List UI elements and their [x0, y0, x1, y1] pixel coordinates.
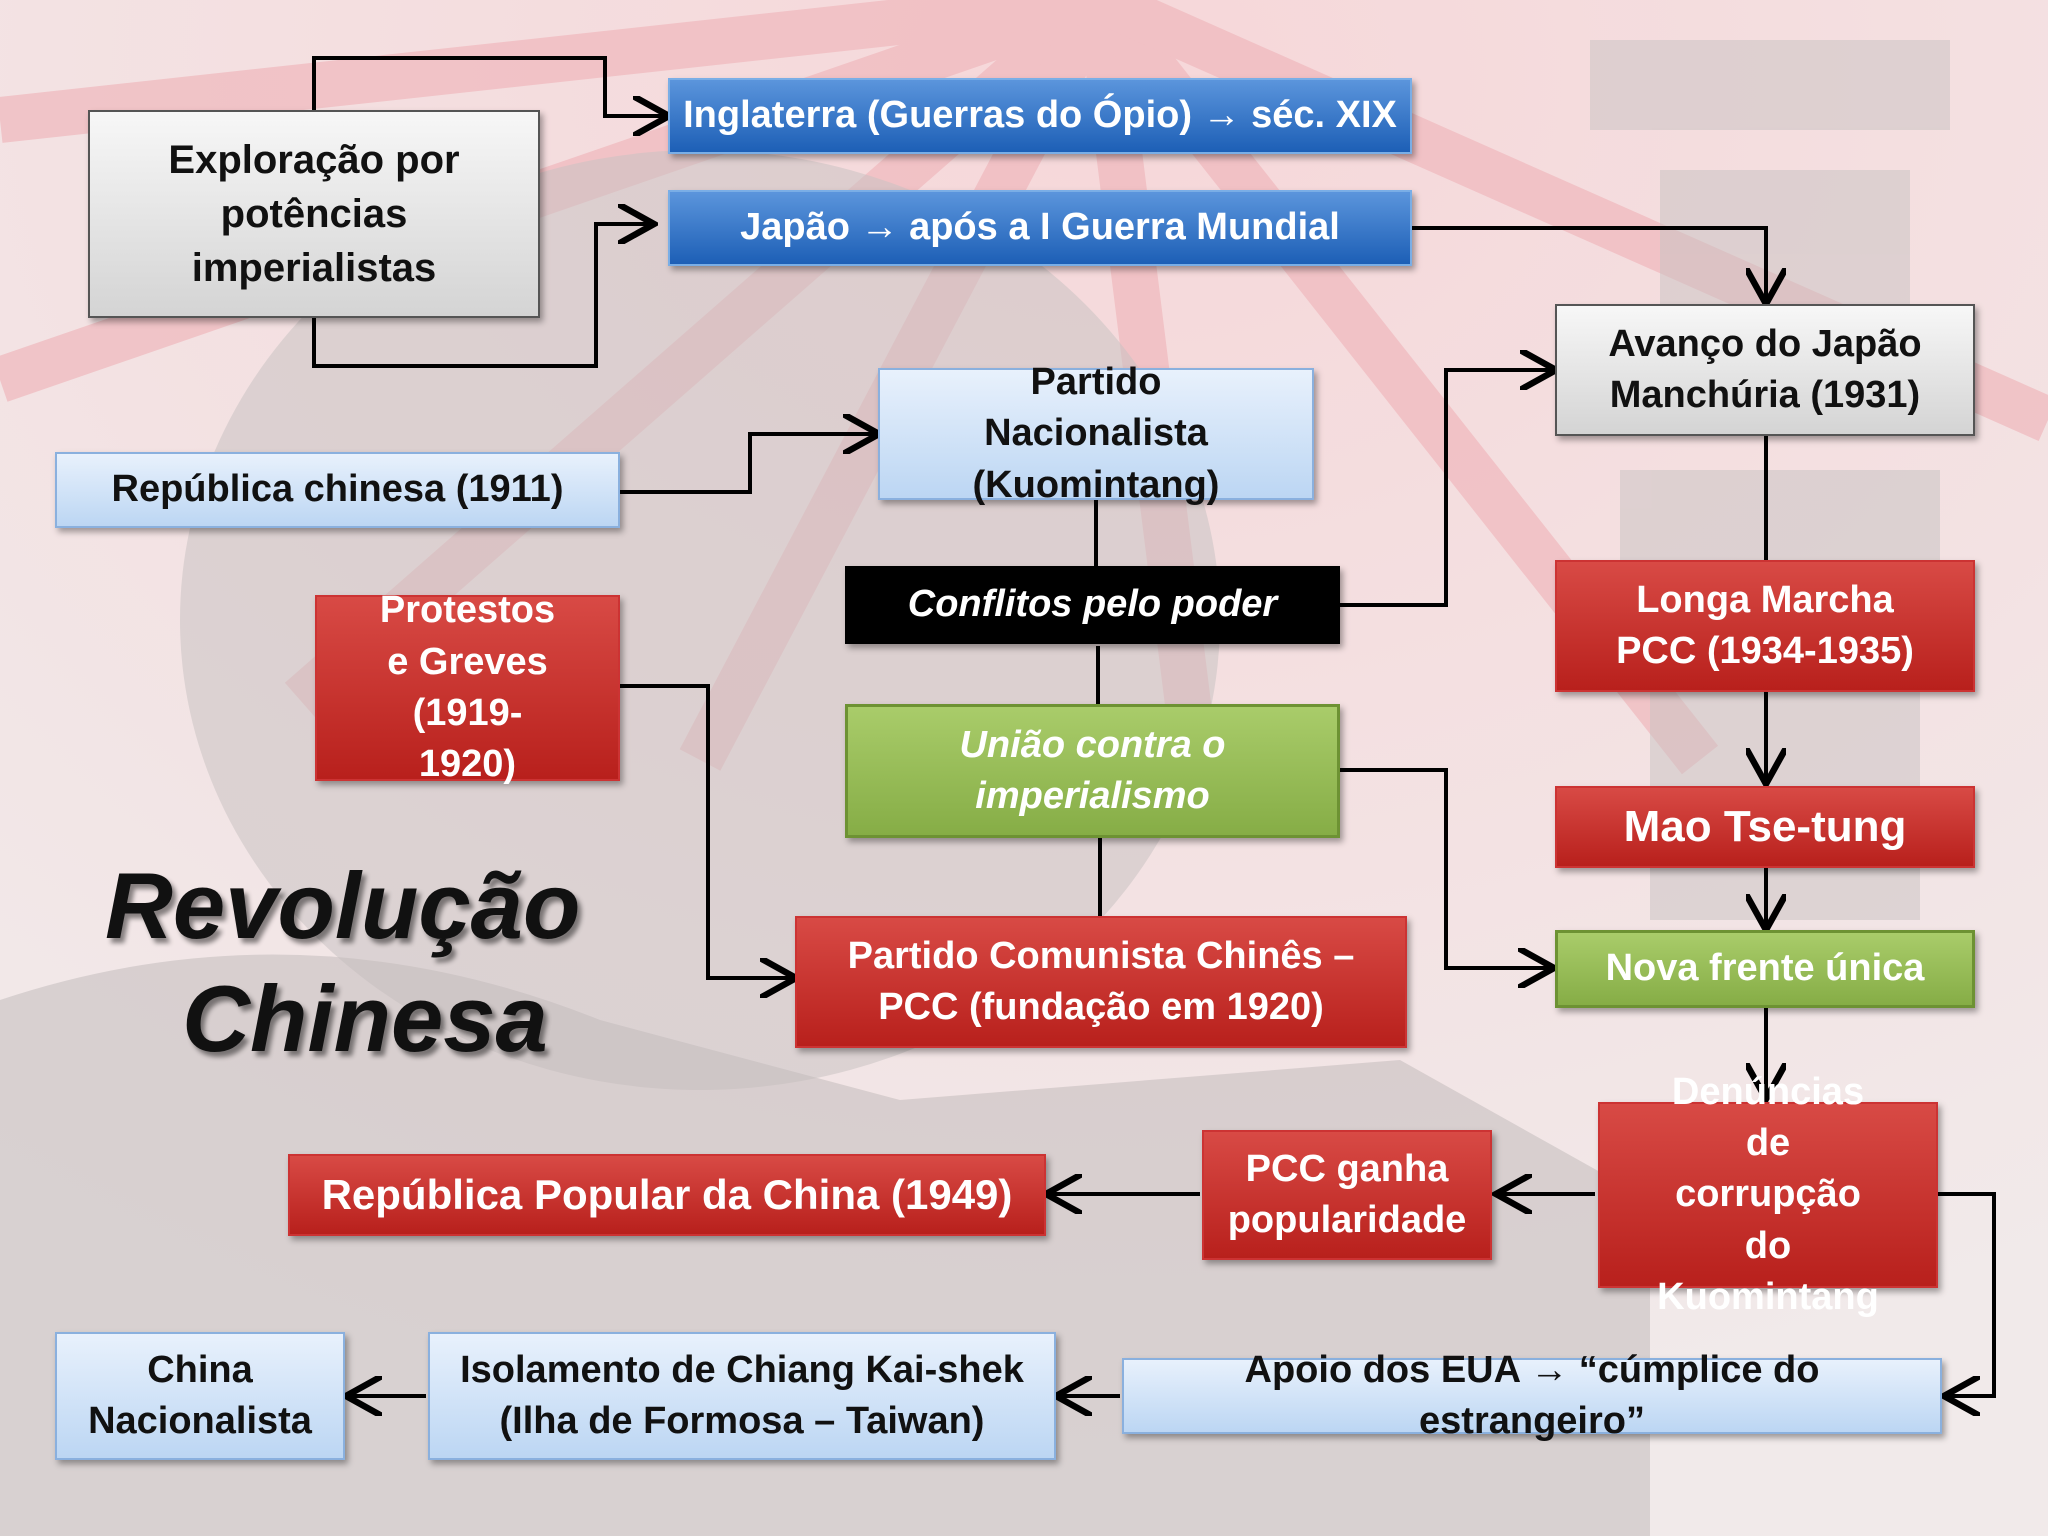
- diagram-title: Revolução Chinesa: [105, 850, 565, 1076]
- arrow-protestos-pcc: [620, 686, 792, 978]
- arrow-denuncias-apoio: [1938, 1194, 1994, 1396]
- node-conflitos: Conflitos pelo poder: [845, 566, 1340, 644]
- node-uniao: União contra o imperialismo: [845, 704, 1340, 838]
- node-denuncias: Denúncias de corrupção do Kuomintang: [1598, 1102, 1938, 1288]
- node-republica-chinesa: República chinesa (1911): [55, 452, 620, 528]
- node-china-nacionalista: China Nacionalista: [55, 1332, 345, 1460]
- node-pcc: Partido Comunista Chinês – PCC (fundação…: [795, 916, 1407, 1048]
- node-longa-marcha: Longa Marcha PCC (1934-1935): [1555, 560, 1975, 692]
- arrow-exploracao-inglaterra: [314, 58, 665, 116]
- title-line-2: Chinesa: [105, 963, 565, 1076]
- node-apoio-eua: Apoio dos EUA → “cúmplice do estrangeiro…: [1122, 1358, 1942, 1434]
- node-pcc-popularidade: PCC ganha popularidade: [1202, 1130, 1492, 1260]
- node-protestos: Protestos e Greves (1919-1920): [315, 595, 620, 781]
- node-inglaterra: Inglaterra (Guerras do Ópio) → séc. XIX: [668, 78, 1412, 154]
- node-exploracao: Exploração por potências imperialistas: [88, 110, 540, 318]
- title-line-1: Revolução: [105, 850, 565, 963]
- node-republica-popular: República Popular da China (1949): [288, 1154, 1046, 1236]
- node-nova-frente: Nova frente única: [1555, 930, 1975, 1008]
- node-avanco-japao: Avanço do Japão Manchúria (1931): [1555, 304, 1975, 436]
- arrow-republica-partido: [620, 434, 875, 492]
- arrow-japao-avanco: [1412, 228, 1766, 300]
- node-partido-nacionalista: Partido Nacionalista (Kuomintang): [878, 368, 1314, 500]
- node-isolamento: Isolamento de Chiang Kai-shek (Ilha de F…: [428, 1332, 1056, 1460]
- node-mao: Mao Tse-tung: [1555, 786, 1975, 868]
- node-japao: Japão → após a I Guerra Mundial: [668, 190, 1412, 266]
- arrow-conflitos-avanco: [1340, 370, 1552, 605]
